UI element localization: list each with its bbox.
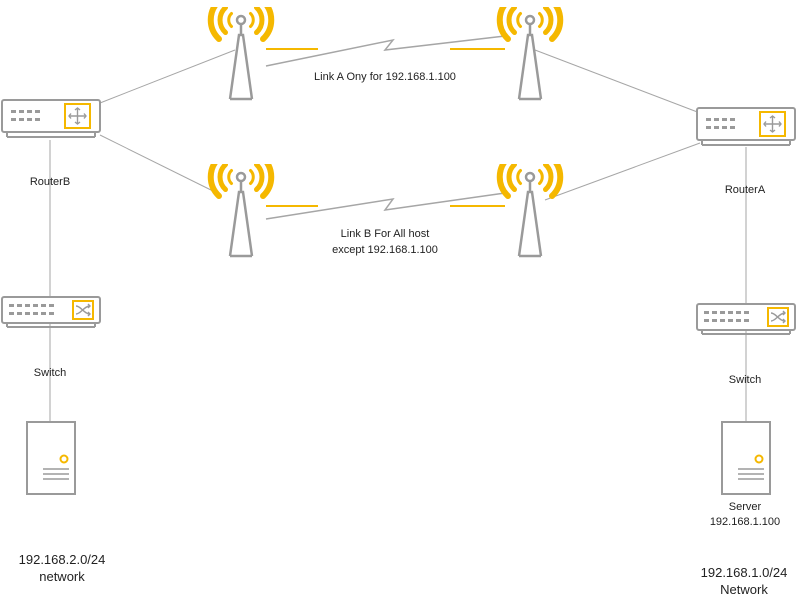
routerb-antenna-b-left-line	[99, 134, 216, 193]
switch-right-icon	[696, 303, 796, 335]
right-network-subnet: 192.168.1.0/24	[700, 565, 788, 580]
left-network-block: 192.168.2.0/24 network	[0, 551, 124, 585]
router-a-icon	[696, 107, 796, 146]
switch-right-label: Switch	[728, 374, 762, 386]
antenna-link-b-right-icon	[500, 158, 561, 256]
router-b-icon	[1, 99, 101, 138]
link-a-label: Link A Ony for 192.168.1.100	[314, 71, 456, 83]
switch-left-icon	[1, 296, 101, 328]
server-right-icon	[721, 421, 771, 495]
right-network-caption: Network	[720, 582, 768, 597]
switch-left-label: Switch	[33, 367, 67, 379]
server-right-name-label: Server	[728, 501, 762, 513]
antenna-link-b-left-icon	[211, 158, 272, 256]
link-a	[211, 1, 561, 99]
right-network-block: 192.168.1.0/24 Network	[682, 564, 803, 598]
link-b-lightning-bolt	[265, 192, 506, 220]
link-b-label-line1: Link B For All host	[340, 228, 430, 240]
left-network-subnet: 192.168.2.0/24	[18, 552, 106, 567]
router-b-label: RouterB	[29, 176, 71, 188]
link-b	[211, 158, 561, 256]
antenna-link-a-right-icon	[500, 1, 561, 99]
server-left-icon	[26, 421, 76, 495]
left-network-caption: network	[39, 569, 85, 584]
router-a-label: RouterA	[724, 184, 766, 196]
server-right-ip-label: 192.168.1.100	[709, 516, 781, 528]
routerb-antenna-a-left-line	[99, 49, 236, 104]
antenna-b-right-routera-line	[544, 142, 701, 201]
link-a-lightning-bolt	[265, 35, 506, 67]
antenna-a-right-routera-line	[534, 49, 701, 114]
link-b-label-line2: except 192.168.1.100	[332, 244, 438, 256]
antenna-link-a-left-icon	[211, 1, 272, 99]
